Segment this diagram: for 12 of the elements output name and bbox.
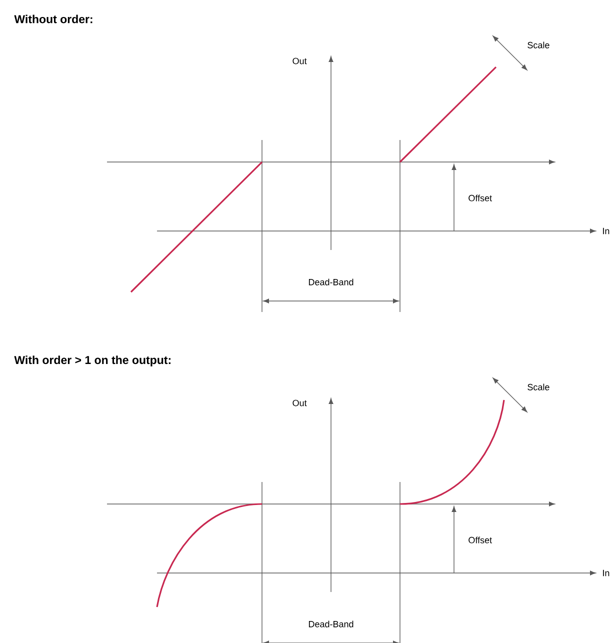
axis-label: Offset <box>468 194 492 202</box>
heading: Without order: <box>14 14 92 24</box>
axis-label: Scale <box>528 384 550 390</box>
axis-label: In <box>603 228 610 234</box>
axis-label: In <box>603 570 610 576</box>
axis-label: Offset <box>468 536 492 544</box>
axis-label: Scale <box>528 42 550 48</box>
dimension-label: Dead-Band <box>308 278 354 286</box>
heading: With order > 1 on the output: <box>14 356 170 366</box>
dimension-label: Dead-Band <box>308 620 354 628</box>
axis-label: Out <box>292 58 307 64</box>
axis-label: Out <box>292 400 307 406</box>
